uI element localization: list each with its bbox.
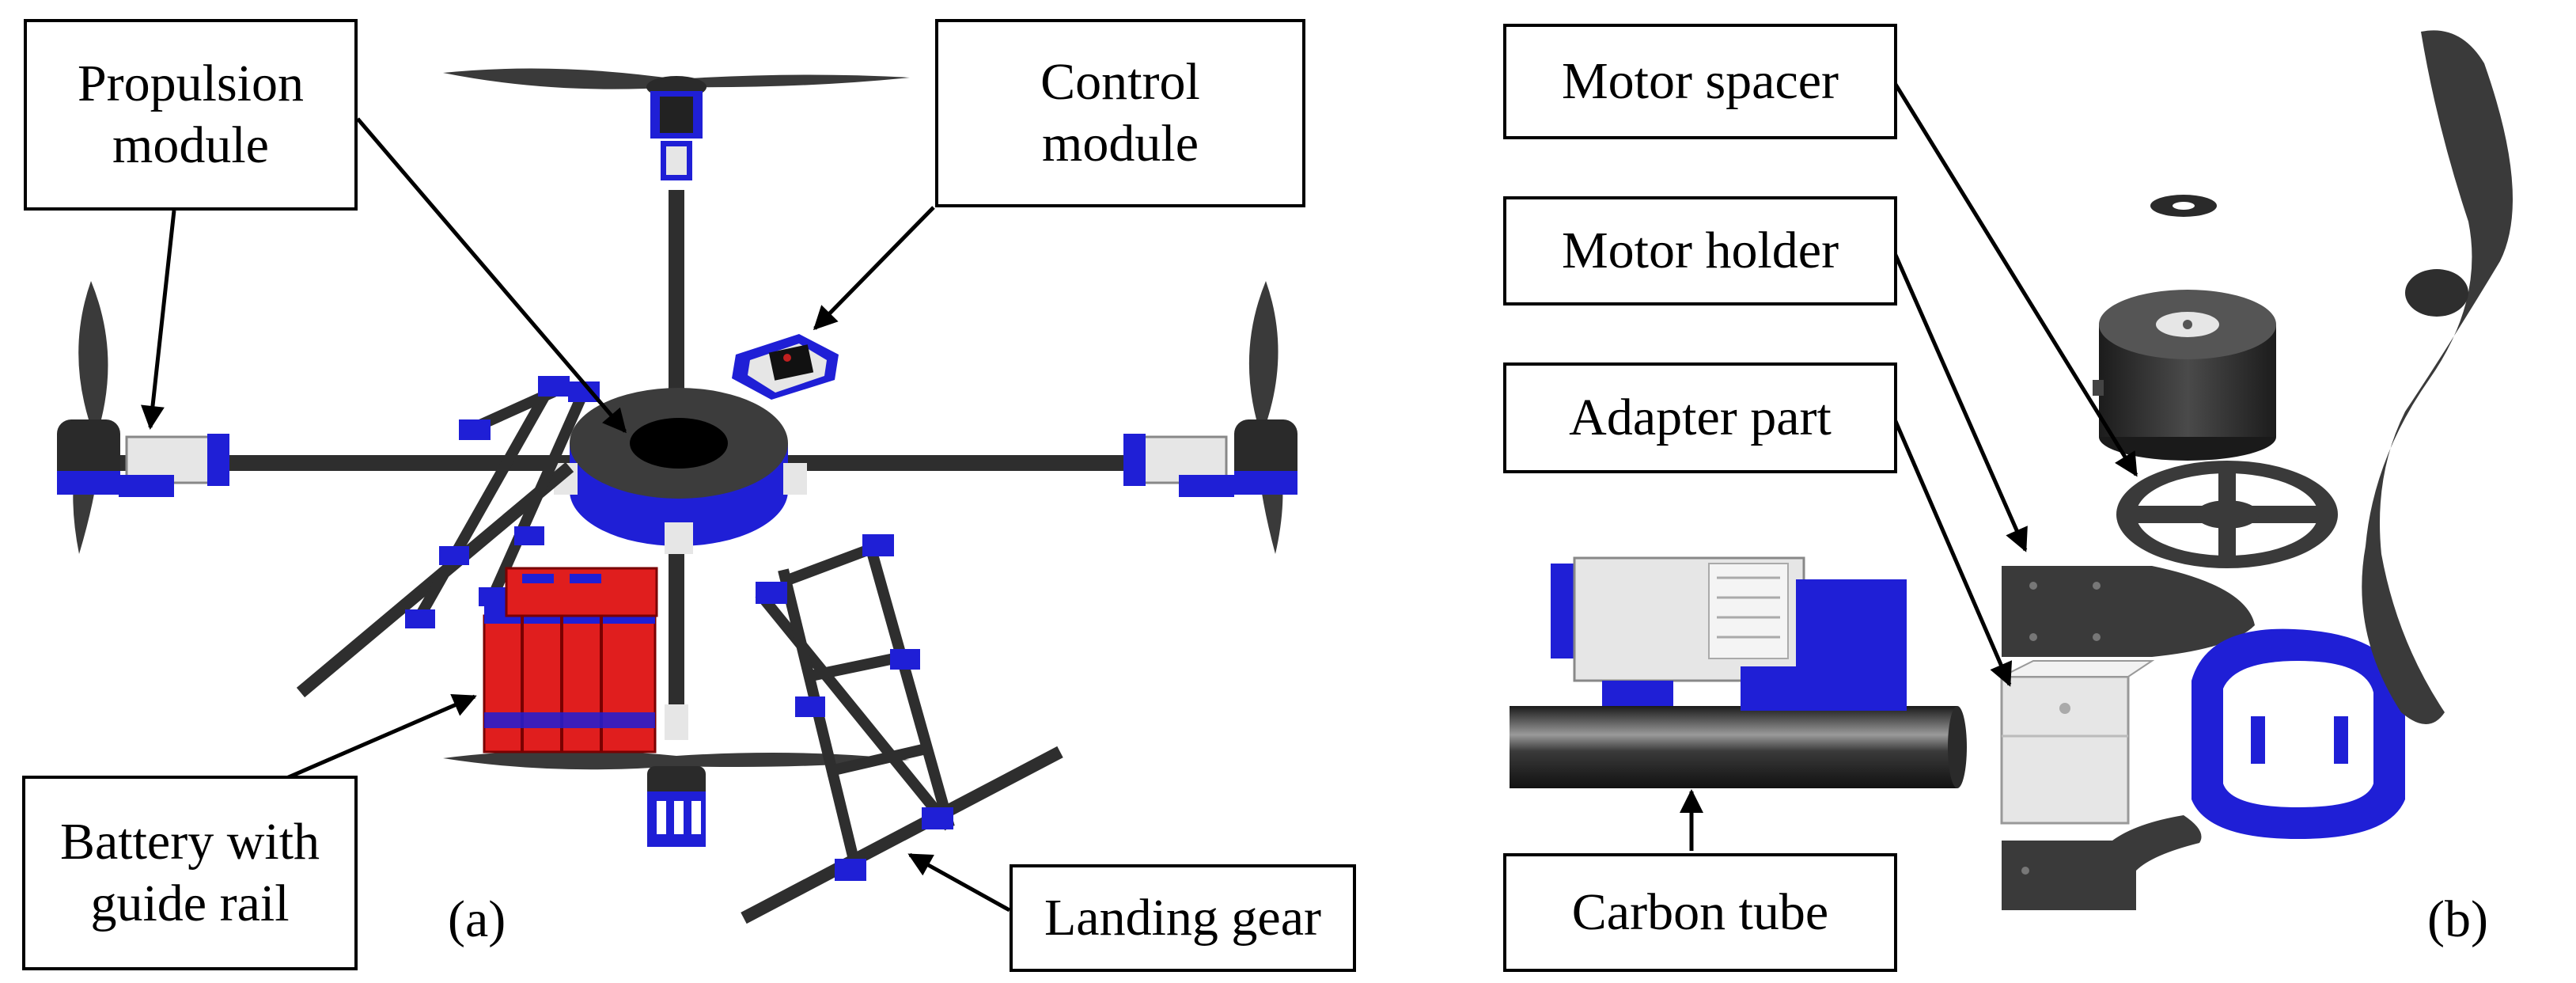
panel-b-label: (b) — [2427, 890, 2488, 948]
arrow-adapter-part — [1892, 419, 2013, 687]
arrow-propulsion-to-arm — [141, 210, 176, 430]
battery-pack — [483, 567, 658, 753]
callout-carbon-tube: Carbon tube — [1503, 853, 1897, 972]
flight-controller — [732, 334, 839, 400]
lower-fork-plate — [2002, 815, 2202, 910]
arrow-landing-gear — [907, 852, 1011, 913]
panel-a-drone — [57, 68, 1297, 924]
top-spacer-ring — [2150, 195, 2217, 217]
bottom-propulsion-unit — [443, 704, 910, 847]
callout-motor-spacer: Motor spacer — [1503, 24, 1897, 139]
motor — [2093, 290, 2276, 461]
central-hub — [554, 388, 807, 554]
vertical-propeller — [2362, 30, 2513, 725]
panel-b-exploded — [1510, 30, 2513, 910]
motor-spacer-plate — [2116, 461, 2338, 568]
top-propulsion-unit — [443, 68, 910, 180]
left-landing-gear — [296, 376, 600, 698]
blue-clamp — [2191, 628, 2405, 839]
arrow-control-module — [813, 206, 935, 331]
carbon-tube — [1510, 706, 1957, 788]
callout-battery-guide-rail: Battery with guide rail — [22, 776, 358, 970]
arrow-motor-spacer — [1892, 82, 2138, 477]
callout-propulsion-module: Propulsion module — [24, 19, 358, 211]
right-landing-gear — [741, 534, 1063, 924]
callout-motor-holder: Motor holder — [1503, 196, 1897, 306]
left-propeller — [73, 281, 108, 554]
callout-control-module: Control module — [935, 19, 1305, 207]
callout-adapter-part: Adapter part — [1503, 362, 1897, 473]
right-propulsion-unit — [1123, 281, 1297, 554]
panel-b-arrows — [1680, 82, 2138, 851]
top-propeller — [443, 68, 910, 89]
esc-assembly — [1551, 556, 1907, 711]
right-propeller — [1248, 281, 1283, 554]
panel-a-label: (a) — [448, 890, 506, 948]
motor-holder-plate — [2002, 566, 2255, 657]
adapter-block — [2000, 660, 2155, 825]
left-propulsion-unit — [57, 281, 229, 554]
bottom-propeller — [443, 750, 910, 770]
arrow-propulsion-to-hub — [356, 117, 627, 434]
callout-landing-gear: Landing gear — [1010, 864, 1356, 972]
arrow-motor-holder — [1892, 252, 2028, 552]
